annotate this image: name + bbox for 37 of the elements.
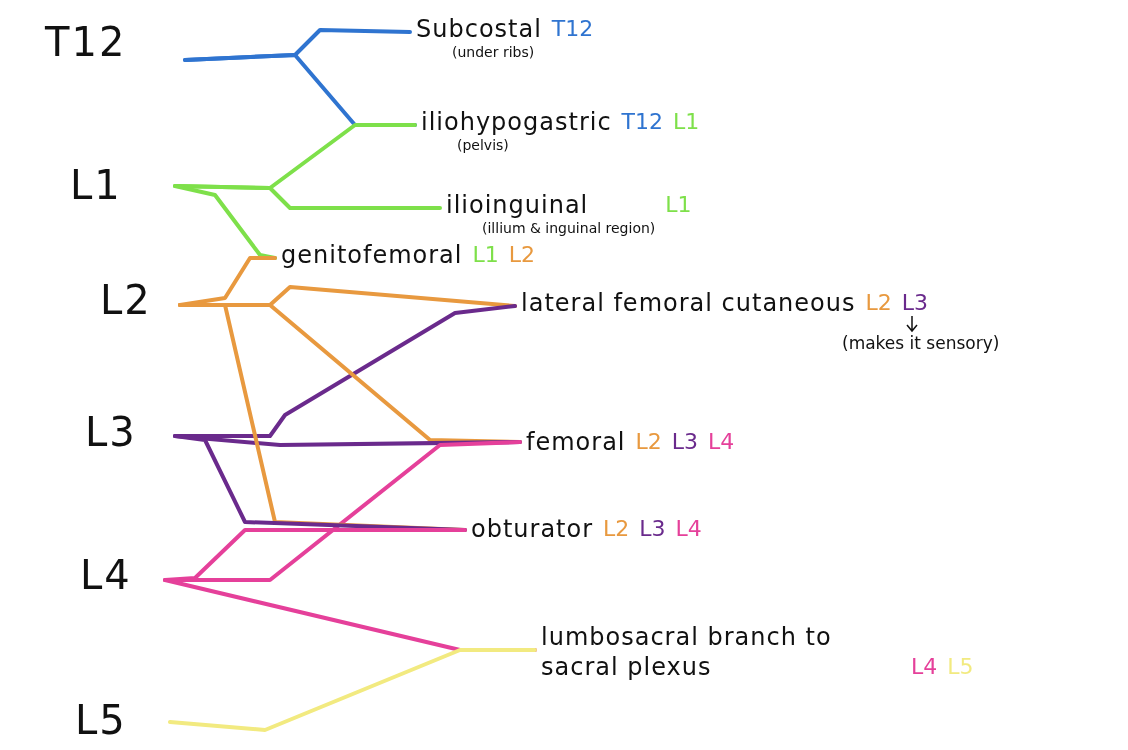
segment-tag: L1 [665,190,692,220]
nerve-line [168,648,537,732]
nerve-name: obturator [471,514,594,544]
nerve-name: ilioinguinal [446,190,590,220]
segment-tag: L4 [675,514,702,544]
spinal-level-label: L1 [70,165,122,205]
segment-tag: L3 [639,514,666,544]
segment-tag: L4 [708,427,735,457]
nerve-name: lateral femoral cutaneous [521,288,856,318]
segment-tag: L2 [508,240,536,270]
nerve-line [173,184,442,210]
nerve-name: iliohypogastric [421,107,612,137]
spinal-level-label: L2 [100,280,152,320]
nerve-note: (pelvis) [457,137,510,153]
spinal-level-label: L3 [85,412,137,452]
note-text: (makes it sensory) [842,333,1000,353]
spinal-level-label: L5 [75,700,127,740]
segment-tag: L3 [901,288,928,318]
spinal-level-label: L4 [80,555,132,595]
segment-tag: L2 [603,514,630,544]
segment-tag: L2 [865,288,892,318]
nerve-line [163,440,522,582]
segment-tag: T12 [621,107,664,137]
segment-tag: L1 [673,107,700,137]
nerve-name: lumbosacral branch to sacral plexus [541,622,833,682]
segment-tag: L1 [472,240,499,270]
nerve-note: (illium & inguinal region) [482,220,656,236]
segment-tag: L3 [671,427,699,457]
segment-tag: L5 [947,652,974,682]
segment-tag: T12 [551,14,594,44]
nerve-name: Subcostal [416,14,542,44]
spinal-level-label: T12 [45,22,127,62]
segment-tag: L2 [635,427,662,457]
segment-tag: L4 [911,652,938,682]
nerve-name: genitofemoral [281,240,463,270]
nerve-name: femoral [526,427,626,457]
nerve-note: (under ribs) [452,44,536,60]
